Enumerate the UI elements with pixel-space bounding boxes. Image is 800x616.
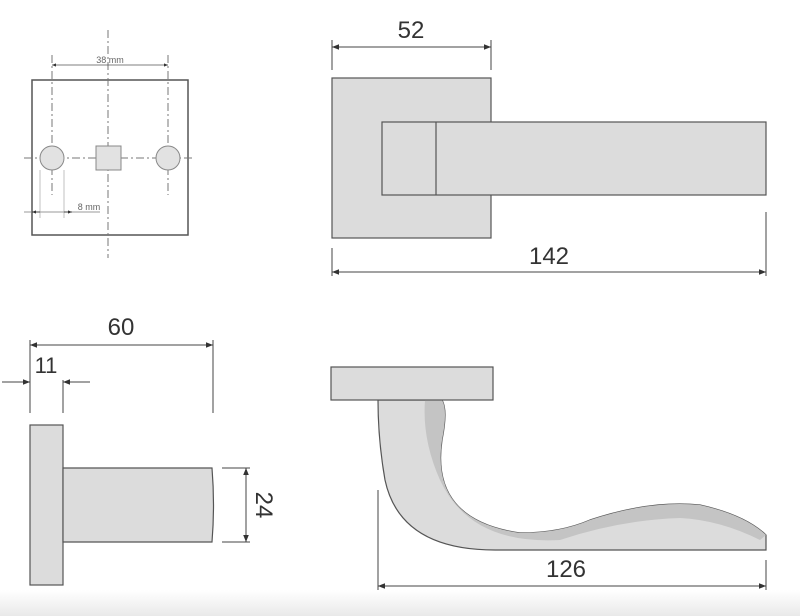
screw-hole-left [39,145,65,171]
side-view [2,340,250,586]
lever-height-label: 24 [250,492,277,519]
spacing-label: 38 mm [96,55,124,65]
spindle-square [95,145,122,171]
front-view [331,40,767,276]
top-view [330,366,767,590]
bottom-gradient-strip [0,590,800,616]
offset-label: 8 mm [78,202,101,212]
screw-hole-right [155,145,181,171]
rose-thickness-label: 11 [35,353,58,378]
drilling-template [24,30,195,258]
lever-length-label: 126 [546,556,586,583]
projection-label: 60 [108,314,135,341]
rose-width-label: 52 [398,17,425,44]
total-length-label: 142 [529,243,569,270]
